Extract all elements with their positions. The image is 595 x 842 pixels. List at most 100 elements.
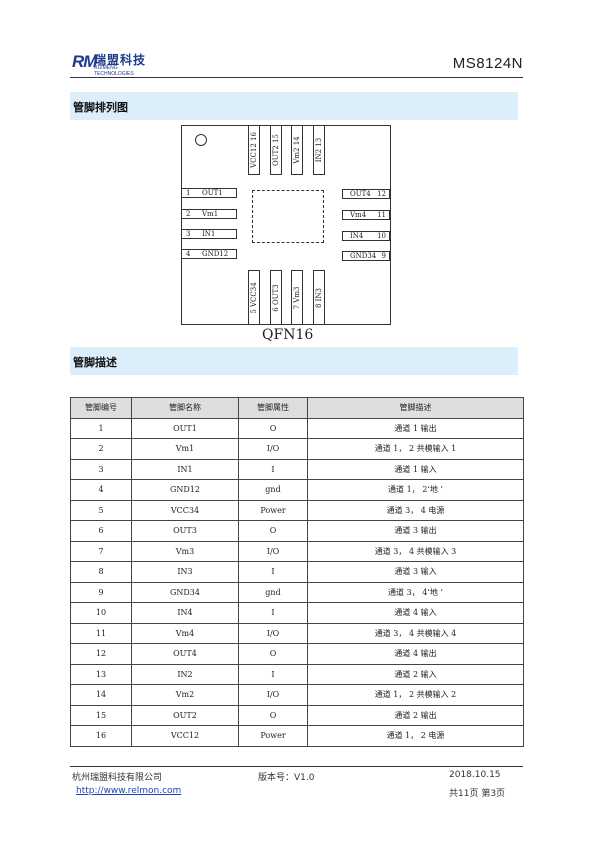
- col-header-desc: 管脚描述: [307, 397, 524, 419]
- cell-number: 8: [70, 561, 132, 583]
- cell-number: 10: [70, 602, 132, 624]
- cell-name: GND12: [131, 479, 239, 501]
- pin1-marker: [195, 134, 207, 146]
- cell-name: Vm4: [131, 622, 239, 644]
- cell-type: I/O: [238, 684, 308, 706]
- pin-top-14: Vm2 1414: [291, 125, 303, 175]
- cell-desc: 通道 4 输出: [307, 643, 524, 665]
- cell-number: 4: [70, 479, 132, 501]
- footer-url-link[interactable]: http://www.relmon.com: [76, 786, 182, 796]
- cell-number: 15: [70, 704, 132, 726]
- section-desc-bar: 管脚描述: [70, 347, 518, 375]
- cell-number: 1: [70, 417, 132, 439]
- cell-desc: 通道 3 输入: [307, 561, 524, 583]
- cell-number: 9: [70, 581, 132, 603]
- part-number: MS8124N: [452, 55, 523, 72]
- cell-type: Power: [238, 499, 308, 521]
- cell-type: O: [238, 520, 308, 542]
- pin-bottom-6: 6 OUT36: [270, 270, 282, 325]
- cell-name: IN3: [131, 561, 239, 583]
- logo-cn-text: 瑞盟科技: [94, 53, 147, 67]
- cell-type: I: [238, 561, 308, 583]
- pin-top-16: VCC12 1616: [248, 125, 260, 175]
- cell-desc: 通道 1， 2 共模输入 2: [307, 684, 524, 706]
- cell-type: Power: [238, 725, 308, 747]
- cell-type: gnd: [238, 479, 308, 501]
- cell-type: I: [238, 602, 308, 624]
- cell-desc: 通道 1， 2 电源: [307, 725, 524, 747]
- cell-desc: 通道 1， 2 共模输入 1: [307, 438, 524, 460]
- cell-number: 6: [70, 520, 132, 542]
- cell-name: IN4: [131, 602, 239, 624]
- footer-page: 共11页 第3页: [449, 786, 505, 799]
- footer-company: 杭州瑞盟科技有限公司: [72, 773, 163, 783]
- cell-desc: 通道 3， 4 共模输入 4: [307, 622, 524, 644]
- section-desc-title: 管脚描述: [73, 356, 117, 369]
- cell-name: IN2: [131, 663, 239, 685]
- cell-type: gnd: [238, 581, 308, 603]
- cell-number: 12: [70, 643, 132, 665]
- cell-desc: 通道 4 输入: [307, 602, 524, 624]
- cell-desc: 通道 3 输出: [307, 520, 524, 542]
- cell-name: VCC34: [131, 499, 239, 521]
- cell-name: Vm1: [131, 438, 239, 460]
- cell-number: 2: [70, 438, 132, 460]
- pin-bottom-7: 7 Vm37: [291, 270, 303, 325]
- cell-type: I/O: [238, 622, 308, 644]
- footer-date: 2018.10.15: [449, 770, 501, 780]
- cell-number: 5: [70, 499, 132, 521]
- cell-name: IN1: [131, 458, 239, 480]
- cell-name: OUT1: [131, 417, 239, 439]
- cell-desc: 通道 1 输出: [307, 417, 524, 439]
- cell-type: O: [238, 643, 308, 665]
- footer-page-total: 共11页: [449, 789, 479, 799]
- cell-number: 13: [70, 663, 132, 685]
- exposed-pad: [252, 190, 324, 243]
- section-pinout-bar: 管脚排列图: [70, 92, 518, 120]
- cell-desc: 通道 3， 4 电源: [307, 499, 524, 521]
- cell-type: I: [238, 663, 308, 685]
- header-divider: [70, 77, 523, 78]
- cell-type: I/O: [238, 540, 308, 562]
- table-header-row: 管脚编号 管脚名称 管脚属性 管脚描述: [70, 397, 524, 419]
- cell-name: VCC12: [131, 725, 239, 747]
- pin-bottom-8: 8 IN38: [313, 270, 325, 325]
- cell-number: 16: [70, 725, 132, 747]
- cell-desc: 通道 3， 4‘地 ’: [307, 581, 524, 603]
- cell-number: 7: [70, 540, 132, 562]
- col-header-name: 管脚名称: [131, 397, 239, 419]
- cell-type: O: [238, 417, 308, 439]
- logo-mark: RM: [72, 52, 97, 71]
- cell-name: Vm3: [131, 540, 239, 562]
- cell-desc: 通道 1， 2‘地 ’: [307, 479, 524, 501]
- logo-en-text: RUIMENG TECHNOLOGIES: [94, 65, 134, 77]
- section-pinout-title: 管脚排列图: [73, 101, 128, 114]
- col-header-type: 管脚属性: [238, 397, 308, 419]
- chip-body: [181, 125, 391, 325]
- cell-number: 3: [70, 458, 132, 480]
- cell-desc: 通道 2 输出: [307, 704, 524, 726]
- pin-top-13: IN2 1313: [313, 125, 325, 175]
- footer-url-wrap: http://www.relmon.com: [76, 786, 181, 796]
- cell-name: GND34: [131, 581, 239, 603]
